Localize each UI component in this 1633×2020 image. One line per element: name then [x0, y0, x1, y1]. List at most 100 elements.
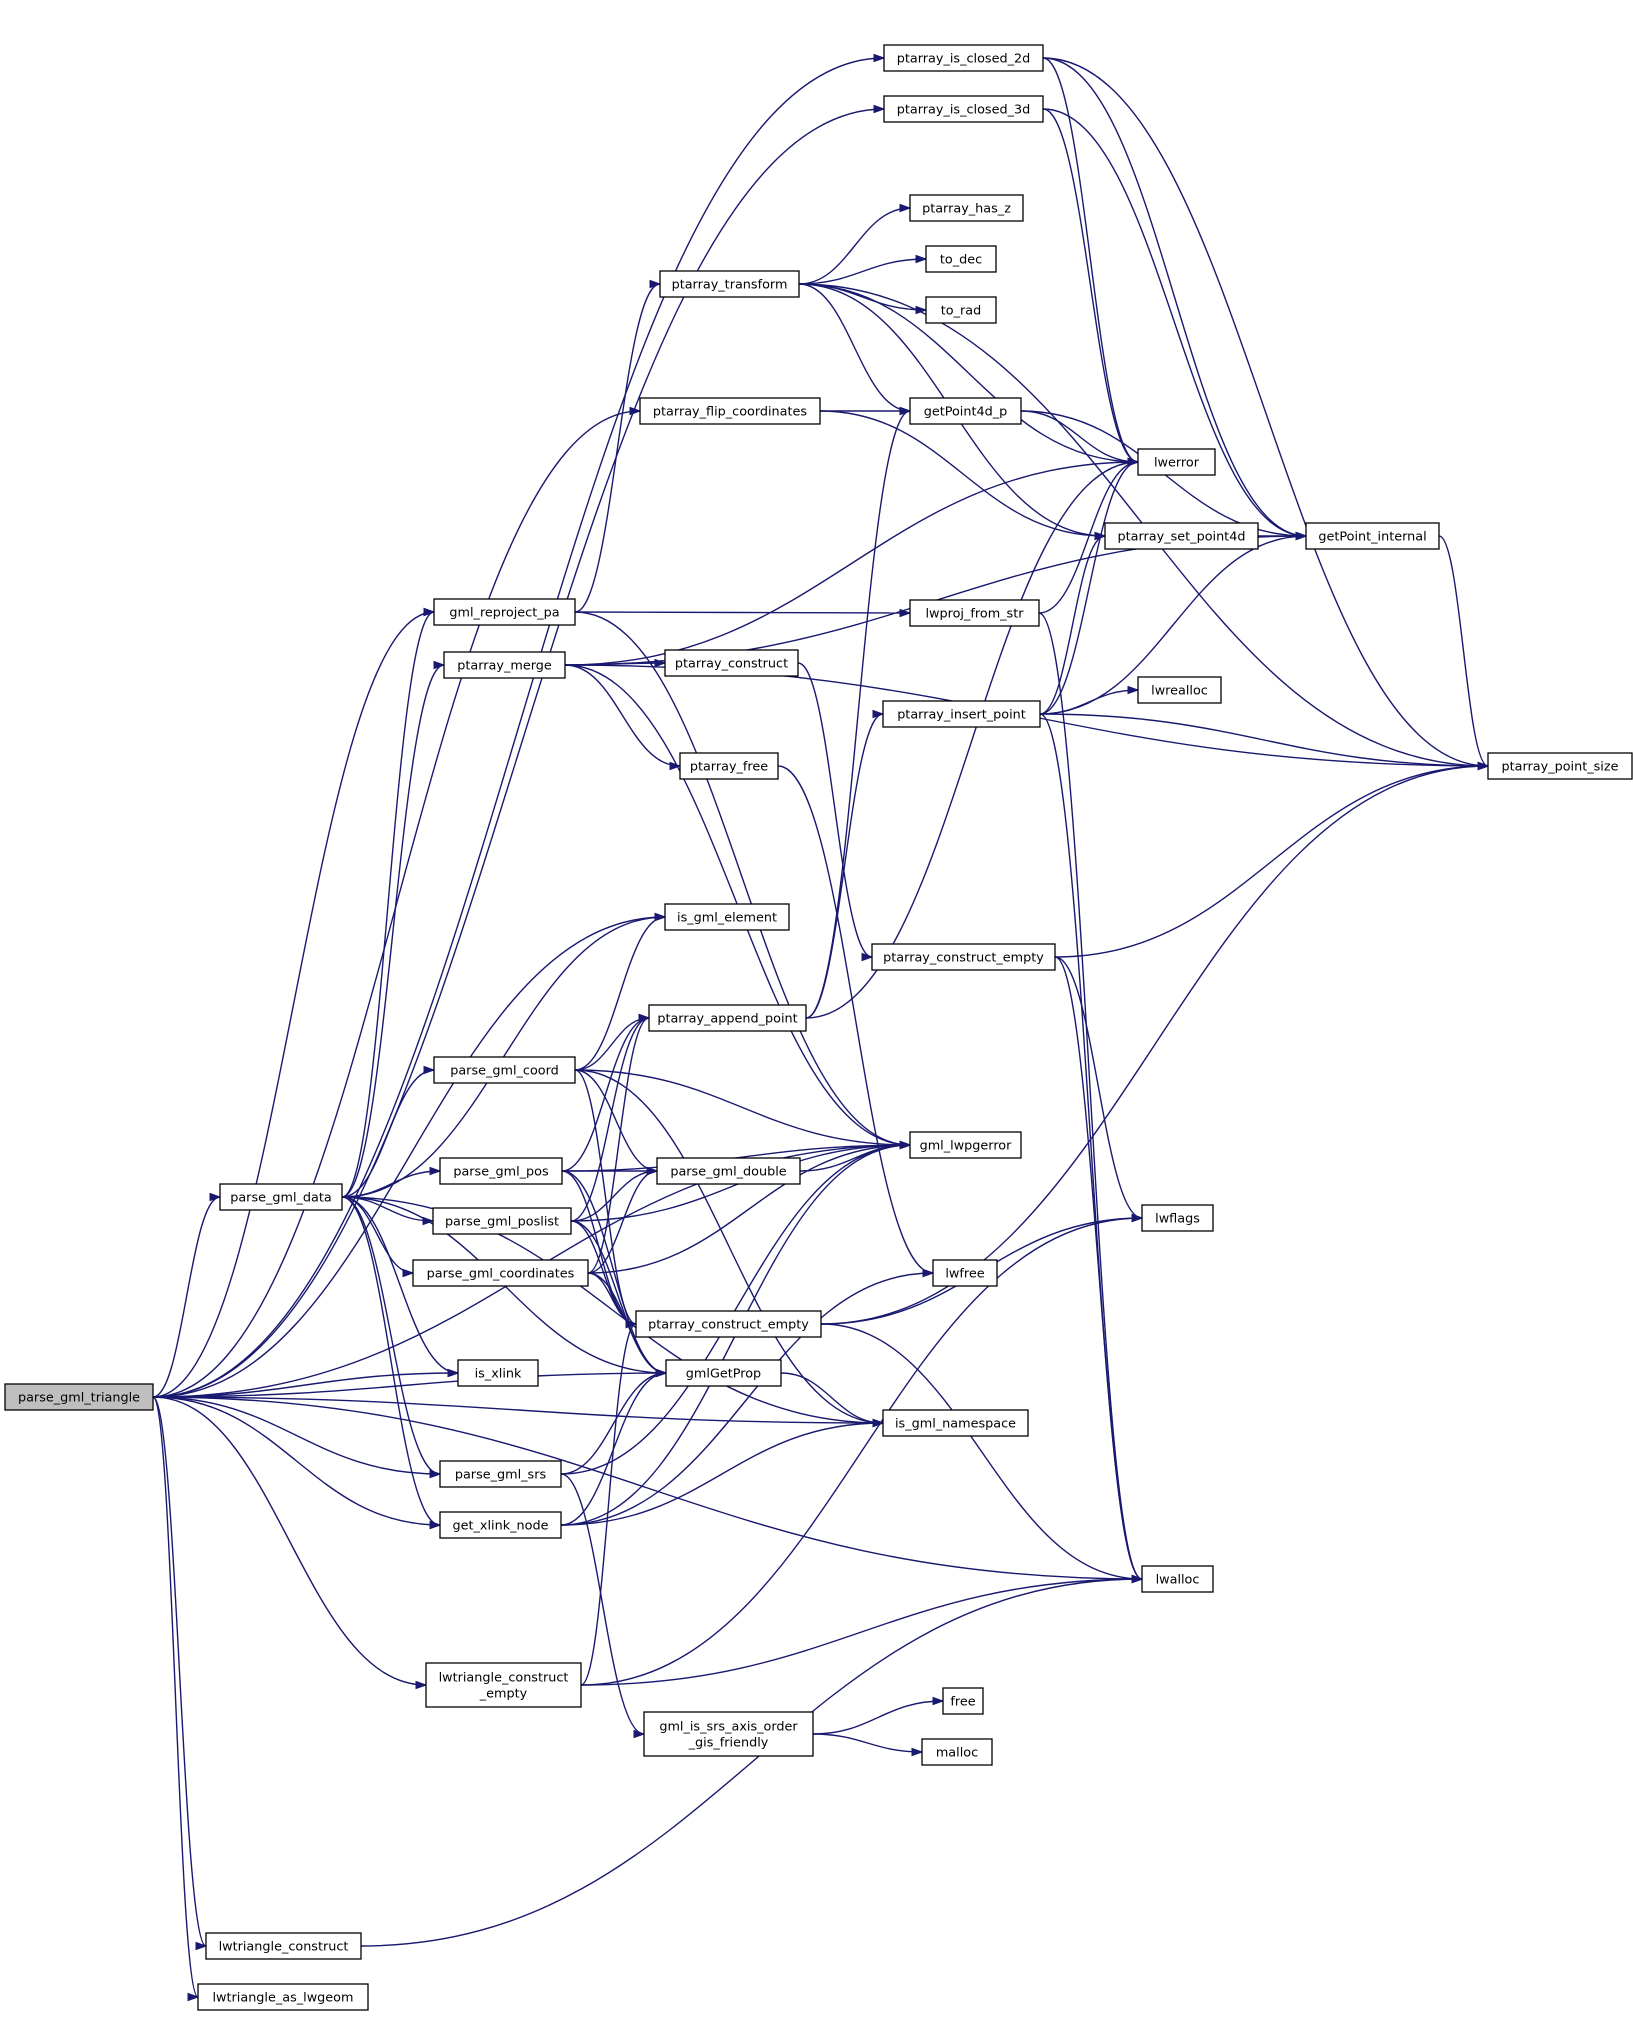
node-label: gml_reproject_pa [449, 606, 559, 621]
function-node[interactable]: lwfree [932, 1259, 998, 1287]
node-label: ptarray_construct_empty [883, 951, 1044, 966]
function-node[interactable]: getPoint4d_p [909, 397, 1022, 425]
call-edge [1054, 956, 1143, 1580]
function-node[interactable]: lwerror [1137, 448, 1216, 476]
node-label: getPoint_internal [1318, 530, 1426, 545]
function-node[interactable]: lwrealloc [1137, 676, 1222, 704]
call-edge [152, 1396, 1143, 1580]
function-node[interactable]: ptarray_construct_empty [635, 1310, 822, 1338]
node-label: gml_lwpgerror [920, 1139, 1013, 1154]
call-edge [574, 916, 666, 1071]
arrowhead-icon [1094, 531, 1107, 541]
call-edge [1054, 765, 1489, 958]
call-edge [1042, 108, 1139, 463]
function-node[interactable]: is_xlink [457, 1359, 539, 1387]
function-node[interactable]: ptarray_append_point [648, 1004, 807, 1032]
node-box [883, 95, 1044, 123]
function-node[interactable]: lwtriangle_construct [205, 1932, 362, 1960]
function-node[interactable]: ptarray_is_closed_3d [883, 95, 1044, 123]
arrowhead-icon [899, 1140, 912, 1150]
arrowhead-icon [1477, 761, 1490, 771]
function-node[interactable]: gml_is_srs_axis_order_gis_friendly [643, 1711, 814, 1757]
function-node[interactable]: gml_reproject_pa [433, 598, 576, 626]
node-label: ptarray_transform [672, 278, 788, 293]
call-edge [820, 765, 1489, 1325]
function-node[interactable]: parse_gml_double [656, 1157, 801, 1185]
call-edge [580, 1578, 1143, 1686]
function-node[interactable]: ptarray_construct [664, 649, 799, 677]
call-edge [1039, 713, 1143, 1580]
function-node[interactable]: parse_gml_data [219, 1183, 343, 1211]
function-node[interactable]: ptarray_has_z [909, 194, 1024, 222]
node-label: malloc [936, 1746, 978, 1761]
call-edge [574, 283, 661, 613]
function-node[interactable]: ptarray_construct_empty [871, 943, 1056, 971]
root-function-node[interactable]: parse_gml_triangle [4, 1383, 154, 1411]
function-node[interactable]: getPoint_internal [1305, 522, 1440, 550]
function-node[interactable]: ptarray_is_closed_2d [883, 44, 1044, 72]
function-node[interactable]: ptarray_flip_coordinates [639, 397, 821, 425]
node-label: getPoint4d_p [924, 405, 1008, 420]
arrowhead-icon [646, 1166, 659, 1176]
call-edge [570, 1220, 667, 1374]
arrowhead-icon [654, 912, 667, 922]
function-node[interactable]: ptarray_transform [659, 270, 800, 298]
function-node[interactable]: ptarray_free [679, 752, 779, 780]
function-node[interactable]: to_rad [925, 296, 997, 324]
call-edge [570, 1170, 658, 1222]
function-node[interactable]: ptarray_merge [443, 651, 566, 679]
call-edge [1039, 461, 1139, 715]
node-box [1137, 676, 1222, 704]
call-edges [152, 53, 1490, 2002]
call-edge [561, 1017, 650, 1172]
node-box [659, 270, 800, 298]
node-label: lwflags [1155, 1212, 1200, 1227]
function-node[interactable]: parse_gml_srs [439, 1460, 562, 1488]
function-node[interactable]: parse_gml_coord [433, 1056, 576, 1084]
function-node[interactable]: gml_lwpgerror [909, 1131, 1022, 1159]
function-node[interactable]: is_gml_element [664, 903, 790, 931]
function-node[interactable]: lwflags [1141, 1204, 1214, 1232]
node-box [433, 1056, 576, 1084]
function-node[interactable]: lwtriangle_as_lwgeom [197, 1983, 369, 2011]
node-label: lwrealloc [1151, 684, 1208, 699]
call-edge [805, 461, 1139, 1019]
node-box [1141, 1204, 1214, 1232]
function-node[interactable]: parse_gml_poslist [432, 1207, 572, 1235]
function-node[interactable]: ptarray_point_size [1487, 752, 1633, 780]
function-node[interactable]: parse_gml_pos [439, 1157, 563, 1185]
arrowhead-icon [638, 1013, 651, 1023]
arrowhead-icon [915, 254, 928, 264]
function-node[interactable]: to_dec [925, 245, 997, 273]
function-node[interactable]: ptarray_set_point4d [1104, 522, 1259, 550]
function-node[interactable]: gmlGetProp [665, 1359, 782, 1387]
call-edge [152, 611, 435, 1398]
call-edge [152, 108, 885, 1398]
call-edge [341, 1170, 441, 1198]
function-node[interactable]: lwproj_from_str [909, 599, 1040, 627]
function-node[interactable]: is_gml_namespace [882, 1409, 1029, 1437]
node-label: lwalloc [1156, 1573, 1200, 1588]
function-node[interactable]: malloc [921, 1738, 993, 1766]
node-label: ptarray_construct_empty [648, 1318, 809, 1333]
node-box [205, 1932, 362, 1960]
node-label: gml_is_srs_axis_order [659, 1720, 798, 1735]
function-node[interactable]: lwalloc [1141, 1565, 1214, 1593]
arrowhead-icon [669, 761, 682, 771]
call-edge [341, 664, 445, 1198]
function-node[interactable]: lwtriangle_construct_empty [425, 1662, 582, 1708]
node-label: lwproj_from_str [925, 607, 1024, 622]
arrowhead-icon [649, 279, 662, 289]
function-node[interactable]: free [942, 1687, 984, 1715]
function-node[interactable]: parse_gml_coordinates [412, 1259, 589, 1287]
call-edge [152, 916, 666, 1398]
node-box [871, 943, 1056, 971]
function-node[interactable]: ptarray_insert_point [882, 700, 1041, 728]
node-box [921, 1738, 993, 1766]
node-box [932, 1259, 998, 1287]
function-node[interactable]: get_xlink_node [439, 1511, 562, 1539]
call-edge [152, 1396, 199, 1998]
node-box [883, 44, 1044, 72]
call-edge [1020, 410, 1139, 463]
